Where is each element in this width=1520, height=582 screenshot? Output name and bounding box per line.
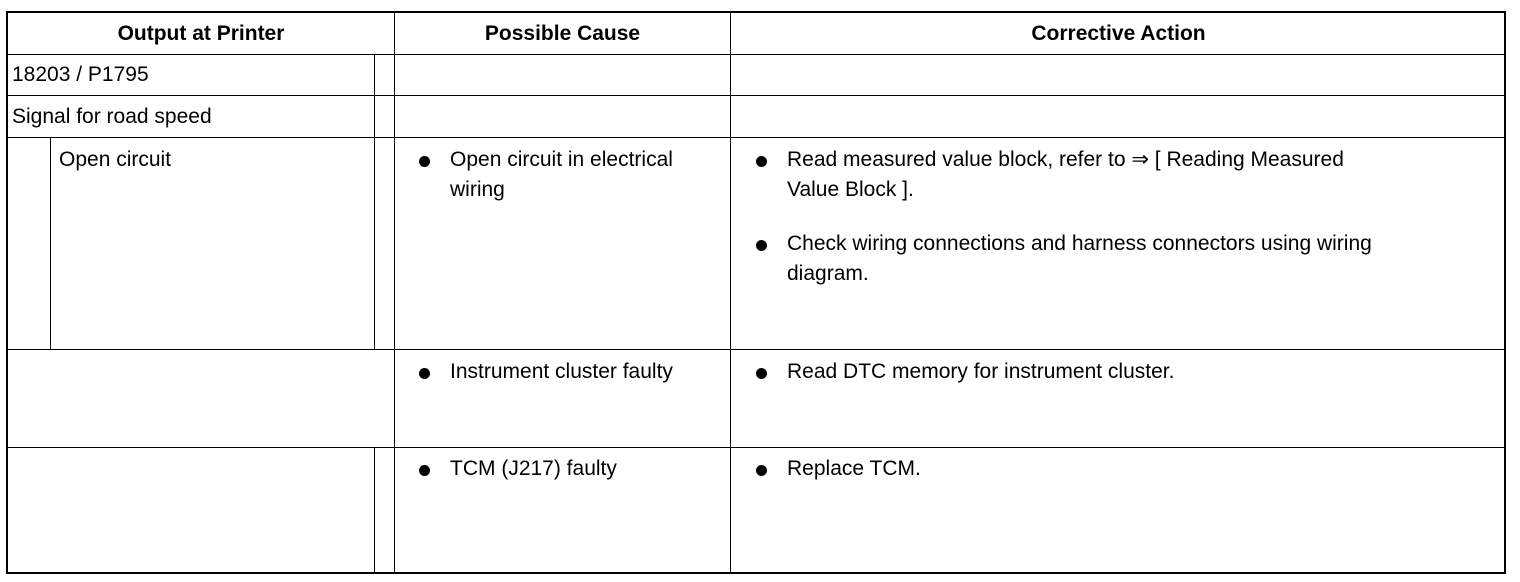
action-item: Read DTC memory for instrument cluster. — [756, 357, 1496, 389]
cause-text-line: Instrument cluster faulty — [450, 360, 673, 383]
column-divider-main — [730, 13, 731, 572]
bullet-icon — [419, 465, 430, 476]
row-divider — [8, 447, 1505, 448]
cause-item: Instrument cluster faulty — [419, 357, 724, 389]
signal-label: Signal for road speed — [12, 105, 212, 128]
header-output-at-printer: Output at Printer — [117, 22, 285, 45]
fault-code: 18203 / P1795 — [12, 63, 149, 86]
header-corrective-action: Corrective Action — [1031, 22, 1206, 45]
bullet-icon — [419, 156, 430, 167]
cause-item: Open circuit in electrical wiring — [419, 145, 724, 207]
row-divider — [8, 54, 1505, 55]
table-frame — [6, 11, 1506, 574]
cause-text-line: wiring — [450, 178, 505, 201]
subfault-label: Open circuit — [59, 148, 172, 171]
bullet-icon — [756, 368, 767, 379]
action-text-line: Read measured value block, refer to ⇒ [ … — [787, 148, 1344, 171]
bullet-icon — [756, 465, 767, 476]
action-text-line: diagram. — [787, 262, 869, 285]
cause-text-line: TCM (J217) faulty — [450, 457, 617, 480]
bullet-icon — [419, 368, 430, 379]
column-divider-main — [394, 13, 395, 572]
action-text-line: Replace TCM. — [787, 457, 921, 480]
cause-text-line: Open circuit in electrical — [450, 148, 673, 171]
row-divider — [8, 349, 1505, 350]
bullet-icon — [756, 156, 767, 167]
column-divider-sub — [374, 447, 375, 572]
action-item: Replace TCM. — [756, 454, 1496, 486]
bullet-icon — [756, 240, 767, 251]
column-divider-sub — [374, 54, 375, 349]
cause-item: TCM (J217) faulty — [419, 454, 724, 486]
action-item: Read measured value block, refer to ⇒ [ … — [756, 145, 1496, 207]
indent-divider — [50, 137, 51, 349]
action-item: Check wiring connections and harness con… — [756, 229, 1496, 291]
action-text-line: Value Block ]. — [787, 178, 914, 201]
row-divider — [8, 95, 1505, 96]
action-text-line: Check wiring connections and harness con… — [787, 232, 1372, 255]
row-divider — [8, 137, 1505, 138]
header-possible-cause: Possible Cause — [484, 22, 641, 45]
action-text-line: Read DTC memory for instrument cluster. — [787, 360, 1175, 383]
